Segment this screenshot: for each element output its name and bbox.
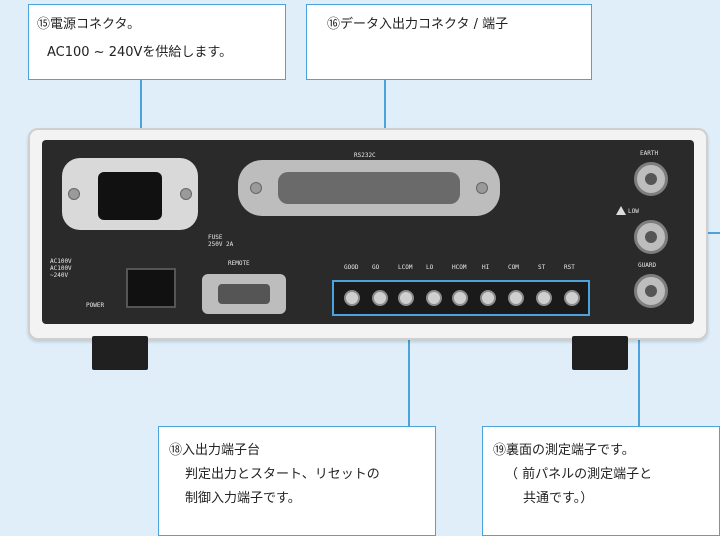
remote-pins [218,284,270,304]
connector-pins [278,172,460,204]
panel-face: FUSE 250V 2A AC100V AC100V ~240V POWER R… [42,140,694,324]
device-foot-right [572,336,628,370]
remote-connector[interactable] [202,274,286,314]
terminal-lcom[interactable] [398,290,414,306]
callout-title: ⑲裏面の測定端子です。 [493,443,635,458]
terminal-good[interactable] [344,290,360,306]
device-foot-left [92,336,148,370]
callout-text: 制御入力端子です。 [185,491,301,506]
earth-terminal[interactable] [634,162,668,196]
terminal-label: ST [538,264,546,271]
terminal-com[interactable] [508,290,524,306]
terminal-st[interactable] [536,290,552,306]
terminal-label: GOOD [344,264,359,271]
power-inlet [62,158,198,230]
remote-label: REMOTE [228,260,250,267]
terminal-label: HI [482,264,490,271]
screw [476,182,488,194]
terminal-label: COM [508,264,519,271]
terminal-label: HCOM [452,264,467,271]
terminal-rst[interactable] [564,290,580,306]
callout-data-connector: ⑯データ入出力コネクタ / 端子 [306,4,592,80]
low-label: LOW [628,208,639,215]
screw [68,188,80,200]
screw [250,182,262,194]
terminal-label: LCOM [398,264,413,271]
callout-text: 判定出力とスタート、リセットの [185,467,380,482]
fuse-label: FUSE 250V 2A [208,234,234,248]
callout-terminal-block: ⑱入出力端子台 判定出力とスタート、リセットの 制御入力端子です。 [158,426,436,536]
warning-icon [616,206,626,215]
ac-label: AC100V AC100V ~240V [50,258,72,279]
callout-title: ⑱入出力端子台 [169,443,261,458]
callout-title: ⑯データ入出力コネクタ / 端子 [327,17,509,32]
terminal-labels: GOOD GO LCOM LO HCOM HI COM ST RST [344,264,590,274]
low-terminal[interactable] [634,220,668,254]
terminal-label: LO [426,264,434,271]
terminal-label: GO [372,264,380,271]
callout-rear-terminal: ⑲裏面の測定端子です。 （ 前パネルの測定端子と 共通です。） [482,426,720,536]
terminal-go[interactable] [372,290,388,306]
guard-terminal[interactable] [634,274,668,308]
callout-text: 共通です。） [523,491,594,506]
terminal-block-highlight [332,280,590,316]
leader-line [638,300,640,426]
earth-label: EARTH [640,150,659,157]
callout-power-connector: ⑮電源コネクタ。 AC100 ~ 240Vを供給します。 [28,4,286,80]
power-socket [98,172,162,220]
callout-title: ⑮電源コネクタ。 [37,17,141,32]
power-switch[interactable] [126,268,176,308]
terminal-block [334,282,588,314]
screw [180,188,192,200]
data-connector-label: RS232C [354,152,376,159]
terminal-hcom[interactable] [452,290,468,306]
leader-line [408,314,410,426]
callout-text: AC100 ~ 240Vを供給します。 [47,45,233,60]
power-label: POWER [86,302,105,309]
device-rear-panel: FUSE 250V 2A AC100V AC100V ~240V POWER R… [28,128,708,340]
guard-label: GUARD [638,262,657,269]
terminal-label: RST [564,264,575,271]
terminal-lo[interactable] [426,290,442,306]
data-connector[interactable] [238,160,500,216]
callout-text: （ 前パネルの測定端子と [505,467,653,482]
terminal-hi[interactable] [480,290,496,306]
